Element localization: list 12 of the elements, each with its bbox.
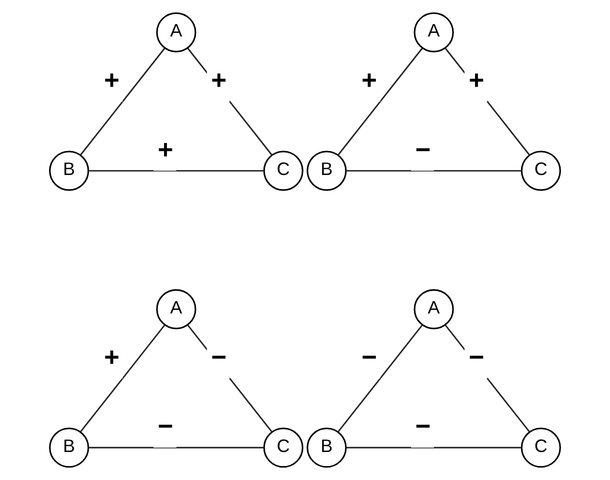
edge-label: − (362, 342, 378, 372)
edge-label: + (158, 134, 174, 164)
edge-label: − (415, 134, 431, 164)
edge-label: − (158, 411, 174, 442)
edge-label: − (415, 411, 431, 442)
edge-label: + (468, 65, 484, 96)
edge-label: + (104, 65, 120, 96)
edge-label: − (468, 342, 484, 372)
edge-label: + (104, 342, 120, 372)
edge-label: + (211, 65, 227, 96)
edge-label: − (211, 342, 227, 372)
edge-label: + (362, 65, 378, 96)
